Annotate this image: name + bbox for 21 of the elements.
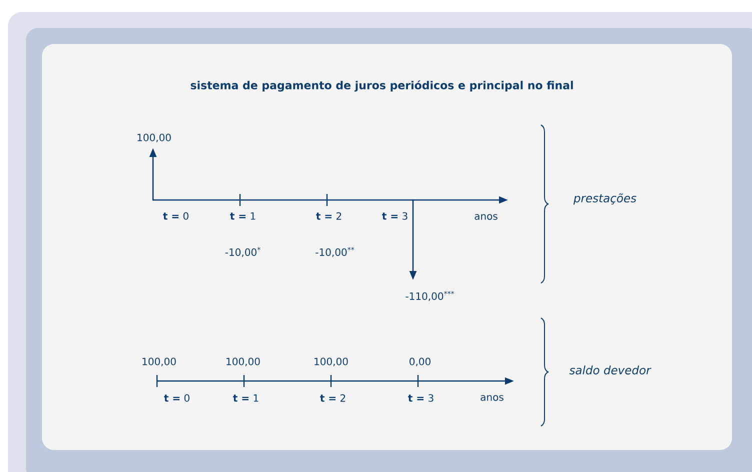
time-label: t = 0 <box>163 212 188 220</box>
axis-label: anos <box>474 214 498 220</box>
time-label: t = 3 <box>382 212 408 220</box>
value-label: 0,00 <box>410 358 430 366</box>
title: sistema de pagamento de juros periódicos e principal no final <box>190 80 573 92</box>
time-label: t = 3 <box>408 394 434 402</box>
brace-label: saldo devedor <box>569 366 652 374</box>
value-label: 100,00 <box>138 134 171 142</box>
time-label: t = 0 <box>164 394 190 402</box>
axis-label: anos <box>480 395 504 401</box>
value-label: 100,00 <box>314 358 348 366</box>
value-label: -110,00$^{***}$ <box>406 291 454 301</box>
time-label: t = 2 <box>320 394 346 402</box>
value-label: -10,00$^{*}$ <box>225 247 260 257</box>
value-label: 100,00 <box>226 358 260 366</box>
time-label: t = 1 <box>230 212 256 220</box>
value-label: 100,00 <box>142 358 176 366</box>
value-label: -10,00$^{**}$ <box>316 247 354 257</box>
time-label: t = 2 <box>316 212 342 220</box>
brace-label: prestações <box>573 193 636 205</box>
time-label: t = 1 <box>233 394 258 402</box>
